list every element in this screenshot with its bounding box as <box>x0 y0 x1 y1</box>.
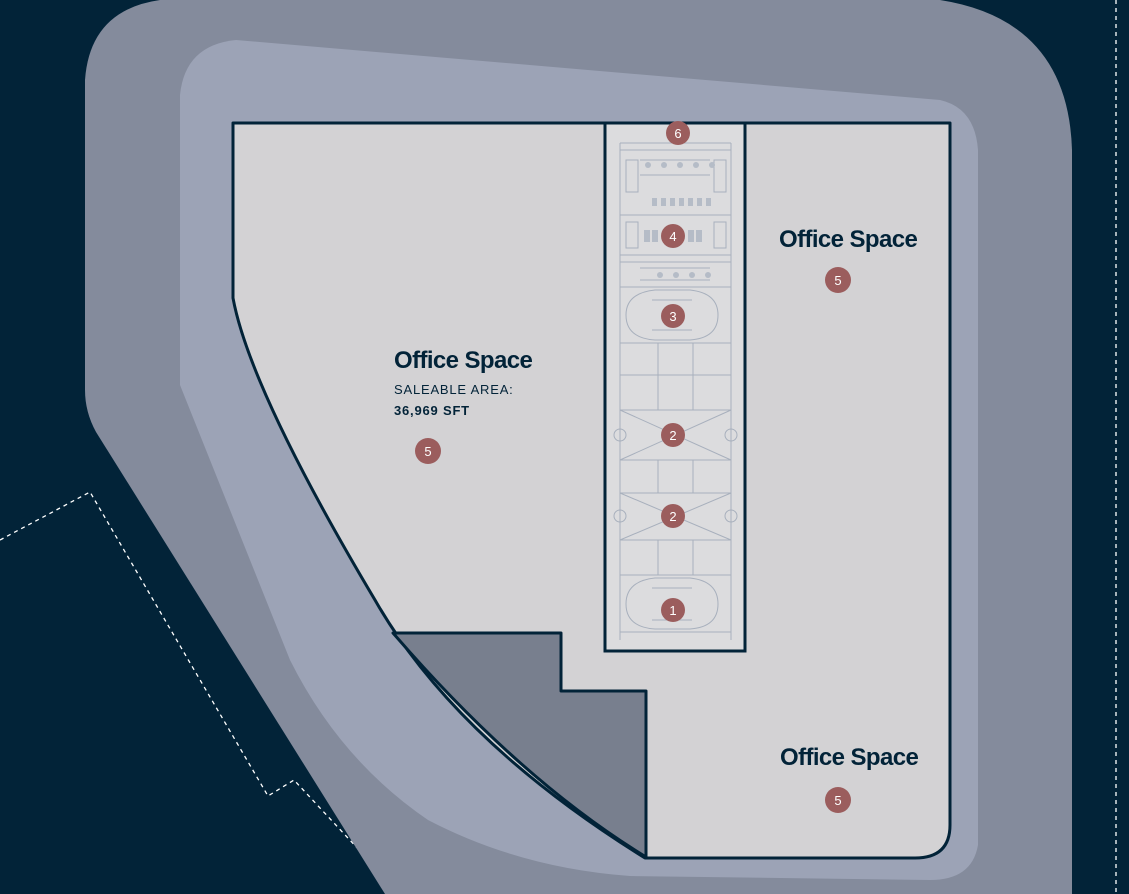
marker-circle <box>661 423 685 447</box>
core-marker[interactable]: 6 <box>666 121 690 145</box>
zone-title: Office Space <box>780 744 918 771</box>
office-floor-plate <box>231 121 952 860</box>
zone-west: Office Space SALEABLE AREA: 36,969 SFT 5 <box>394 347 533 464</box>
zone-title: Office Space <box>394 347 532 374</box>
marker-number: 5 <box>424 444 431 459</box>
core-outline <box>603 121 747 653</box>
light-well-void <box>391 631 648 859</box>
marker-circle <box>661 504 685 528</box>
marker-circle <box>825 787 851 813</box>
core-fixtures <box>644 162 715 278</box>
zone-northeast: Office Space 5 <box>779 226 918 293</box>
core-marker[interactable]: 2 <box>661 423 685 447</box>
marker-number: 4 <box>669 229 676 244</box>
zone-southeast: Office Space 5 <box>780 744 919 813</box>
core-markers: 6 4 3 2 2 1 <box>661 121 690 622</box>
marker-number: 1 <box>669 603 676 618</box>
zone-marker[interactable]: 5 <box>415 438 441 464</box>
marker-number: 3 <box>669 309 676 324</box>
marker-number: 2 <box>669 509 676 524</box>
marker-circle <box>415 438 441 464</box>
marker-number: 6 <box>674 126 681 141</box>
marker-number: 2 <box>669 428 676 443</box>
marker-number: 5 <box>834 793 841 808</box>
southwest-boundary-line <box>0 491 401 894</box>
marker-circle <box>661 304 685 328</box>
building-core <box>603 121 747 653</box>
core-marker[interactable]: 3 <box>661 304 685 328</box>
zone-marker[interactable]: 5 <box>825 267 851 293</box>
marker-number: 5 <box>834 273 841 288</box>
zone-marker[interactable]: 5 <box>825 787 851 813</box>
marker-circle <box>661 598 685 622</box>
marker-circle <box>661 224 685 248</box>
marker-circle <box>666 121 690 145</box>
saleable-area-label: SALEABLE AREA: <box>394 382 514 397</box>
saleable-area-value: 36,969 SFT <box>394 403 470 418</box>
core-marker[interactable]: 2 <box>661 504 685 528</box>
core-marker[interactable]: 4 <box>661 224 685 248</box>
zone-title: Office Space <box>779 226 917 253</box>
core-marker[interactable]: 1 <box>661 598 685 622</box>
marker-circle <box>825 267 851 293</box>
